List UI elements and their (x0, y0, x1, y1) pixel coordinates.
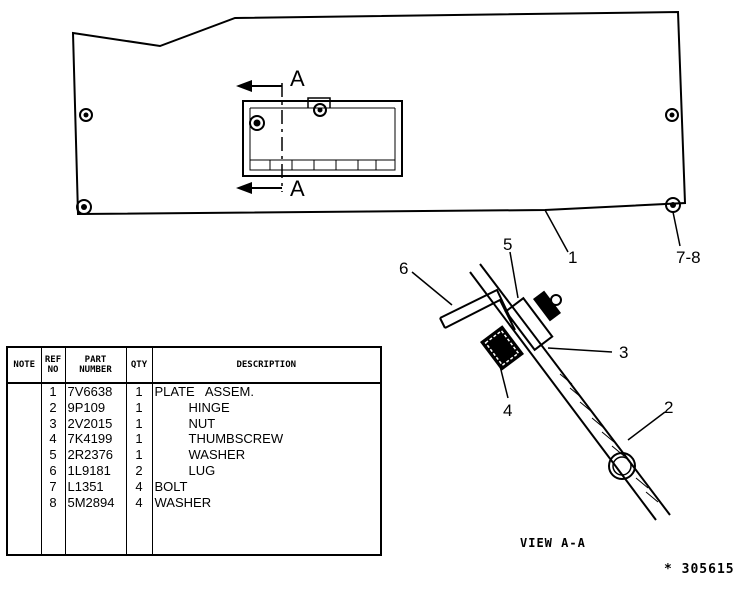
ref-cell: 7 (49, 478, 57, 494)
leader-3 (547, 347, 613, 353)
bolt-bottom-right (665, 197, 681, 213)
plate-outline (71, 10, 687, 216)
view-caption: VIEW A-A (520, 536, 586, 550)
part-cell: L1351 (67, 478, 104, 494)
desc-cell: THUMBSCREW (188, 431, 284, 447)
qty-cell: 1 (135, 399, 143, 415)
desc-cell: PLATE ASSEM. (154, 384, 254, 399)
callout-3: 3 (619, 343, 628, 362)
ref-cell: 3 (49, 415, 57, 431)
desc-cell: LUG (188, 462, 216, 478)
callout-2: 2 (664, 398, 673, 417)
leader-7-8 (672, 211, 681, 247)
table-body: 1 2 3 4 5 6 7 8 7V6638 9P109 2V2015 7K41… (6, 383, 382, 555)
leader-2 (627, 411, 666, 441)
desc-cell: HINGE (188, 399, 230, 415)
callout-1: 1 (568, 248, 577, 267)
ref-cell: 2 (49, 399, 57, 415)
ref-column: 1 2 3 4 5 6 7 8 (40, 383, 66, 555)
part-cell: 2R2376 (67, 447, 114, 463)
ref-cell: 8 (49, 494, 57, 510)
desc-cell: NUT (188, 415, 216, 431)
section-view (439, 263, 671, 521)
qty-cell: 1 (135, 447, 143, 463)
bolt-top-left (79, 108, 93, 122)
part-cell: 7K4199 (67, 431, 113, 447)
section-marker-top: A (290, 66, 305, 91)
header-qty: QTY (125, 347, 153, 384)
leader-5 (509, 251, 519, 299)
leader-1 (544, 209, 569, 253)
callout-6: 6 (399, 259, 408, 278)
desc-cell: WASHER (188, 447, 246, 463)
description-column: PLATE ASSEM. HINGE NUT THUMBSCREW WASHER… (151, 383, 382, 555)
ref-cell: 6 (49, 462, 57, 478)
qty-cell: 1 (135, 415, 143, 431)
leader-4 (499, 365, 509, 399)
ref-cell: 4 (49, 431, 57, 447)
callout-4: 4 (503, 401, 512, 420)
header-description: DESCRIPTION (151, 347, 382, 384)
ref-cell: 1 (49, 384, 57, 399)
desc-cell: BOLT (154, 478, 188, 494)
note-column (6, 383, 42, 555)
desc-cell: WASHER (154, 494, 212, 510)
callout-5: 5 (503, 235, 512, 254)
callout-7-8: 7-8 (676, 248, 701, 267)
section-line (236, 80, 283, 194)
qty-cell: 1 (135, 384, 143, 399)
cover-plate (242, 97, 403, 177)
qty-cell: 4 (135, 478, 143, 494)
part-cell: 7V6638 (67, 384, 113, 399)
leader-6 (411, 271, 453, 306)
header-note: NOTE (6, 347, 42, 384)
drawing-number: * 305615 (664, 562, 735, 577)
part-cell: 5M2894 (67, 494, 115, 510)
ref-cell: 5 (49, 447, 57, 463)
part-cell: 1L9181 (67, 462, 111, 478)
part-cell: 2V2015 (67, 415, 113, 431)
part-cell: 9P109 (67, 399, 106, 415)
qty-cell: 4 (135, 494, 143, 510)
part-column: 7V6638 9P109 2V2015 7K4199 2R2376 1L9181… (64, 383, 127, 555)
section-marker-bottom: A (290, 176, 305, 201)
qty-cell: 2 (135, 462, 143, 478)
qty-column: 1 1 1 1 1 2 4 4 (125, 383, 153, 555)
bolt-top-right (665, 108, 679, 122)
bolt-bottom-left (76, 199, 92, 215)
qty-cell: 1 (135, 431, 143, 447)
